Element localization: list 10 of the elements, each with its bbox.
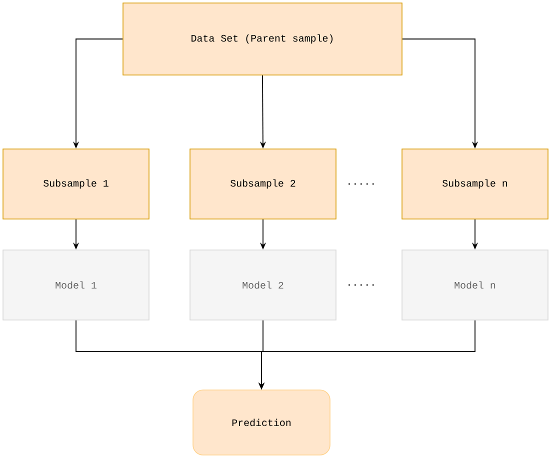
ellipsis-label: .....: [348, 183, 374, 185]
model-box: Model 2: [190, 250, 336, 320]
result-box: Prediction: [192, 390, 330, 456]
process-box: Subsample n: [402, 148, 548, 220]
model-box: Model 1: [2, 250, 150, 320]
process-box: Subsample 2: [190, 148, 336, 220]
ellipsis-label: .....: [348, 284, 374, 286]
model-box: Model n: [402, 250, 548, 320]
process-box: Data Set (Parent sample): [122, 2, 402, 76]
process-box: Subsample 1: [2, 148, 150, 220]
